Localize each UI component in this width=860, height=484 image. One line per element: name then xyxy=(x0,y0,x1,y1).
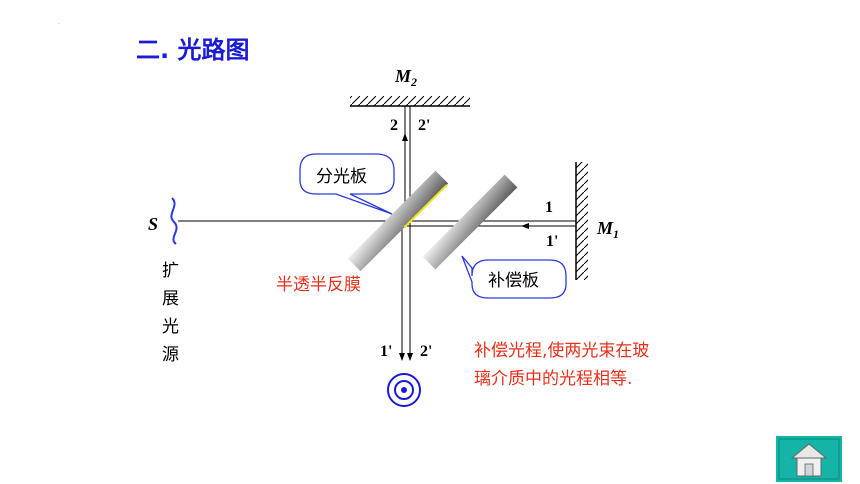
label-ray-2-prime-bottom: 2' xyxy=(420,343,432,360)
beam-splitter-plate xyxy=(347,170,449,272)
home-button[interactable] xyxy=(776,436,842,482)
callout-beam-splitter-text: 分光板 xyxy=(316,167,367,187)
interference-rings-icon xyxy=(387,373,421,407)
callout-compensator-text: 补偿板 xyxy=(488,271,539,291)
callout-compensator: 补偿板 xyxy=(461,255,567,299)
mirror-m2 xyxy=(350,96,470,107)
half-film-label: 半透半反膜 xyxy=(276,275,361,295)
label-ray-1-prime-bottom: 1' xyxy=(380,343,392,360)
home-icon xyxy=(790,443,828,477)
extended-source-char-1: 展 xyxy=(162,289,179,309)
label-source-s: S xyxy=(148,214,158,234)
extended-source-char-0: 扩 xyxy=(162,261,179,281)
svg-text:·: · xyxy=(58,21,60,28)
note-line-2: 璃介质中的光程相等. xyxy=(474,369,632,389)
extended-source-char-2: 光 xyxy=(162,317,179,337)
page-title: 二. 光路图 xyxy=(136,36,249,64)
callout-beam-splitter: 分光板 xyxy=(299,153,395,215)
label-ray-1-prime: 1' xyxy=(546,233,558,250)
label-m2: M2 xyxy=(394,66,417,89)
label-ray-1: 1 xyxy=(545,199,553,216)
mirror-m1 xyxy=(575,162,588,280)
label-ray-2: 2 xyxy=(390,117,398,134)
compensator-plate xyxy=(422,174,518,270)
label-m1: M1 xyxy=(596,218,619,241)
half-silvered-film xyxy=(403,184,448,229)
label-ray-2-prime-top: 2' xyxy=(418,117,430,134)
extended-source-char-3: 源 xyxy=(162,345,179,365)
note-line-1: 补偿光程,使两光束在玻 xyxy=(474,340,649,361)
extended-source-label: 扩 展 光 源 xyxy=(162,261,179,365)
source-wave xyxy=(170,197,178,245)
